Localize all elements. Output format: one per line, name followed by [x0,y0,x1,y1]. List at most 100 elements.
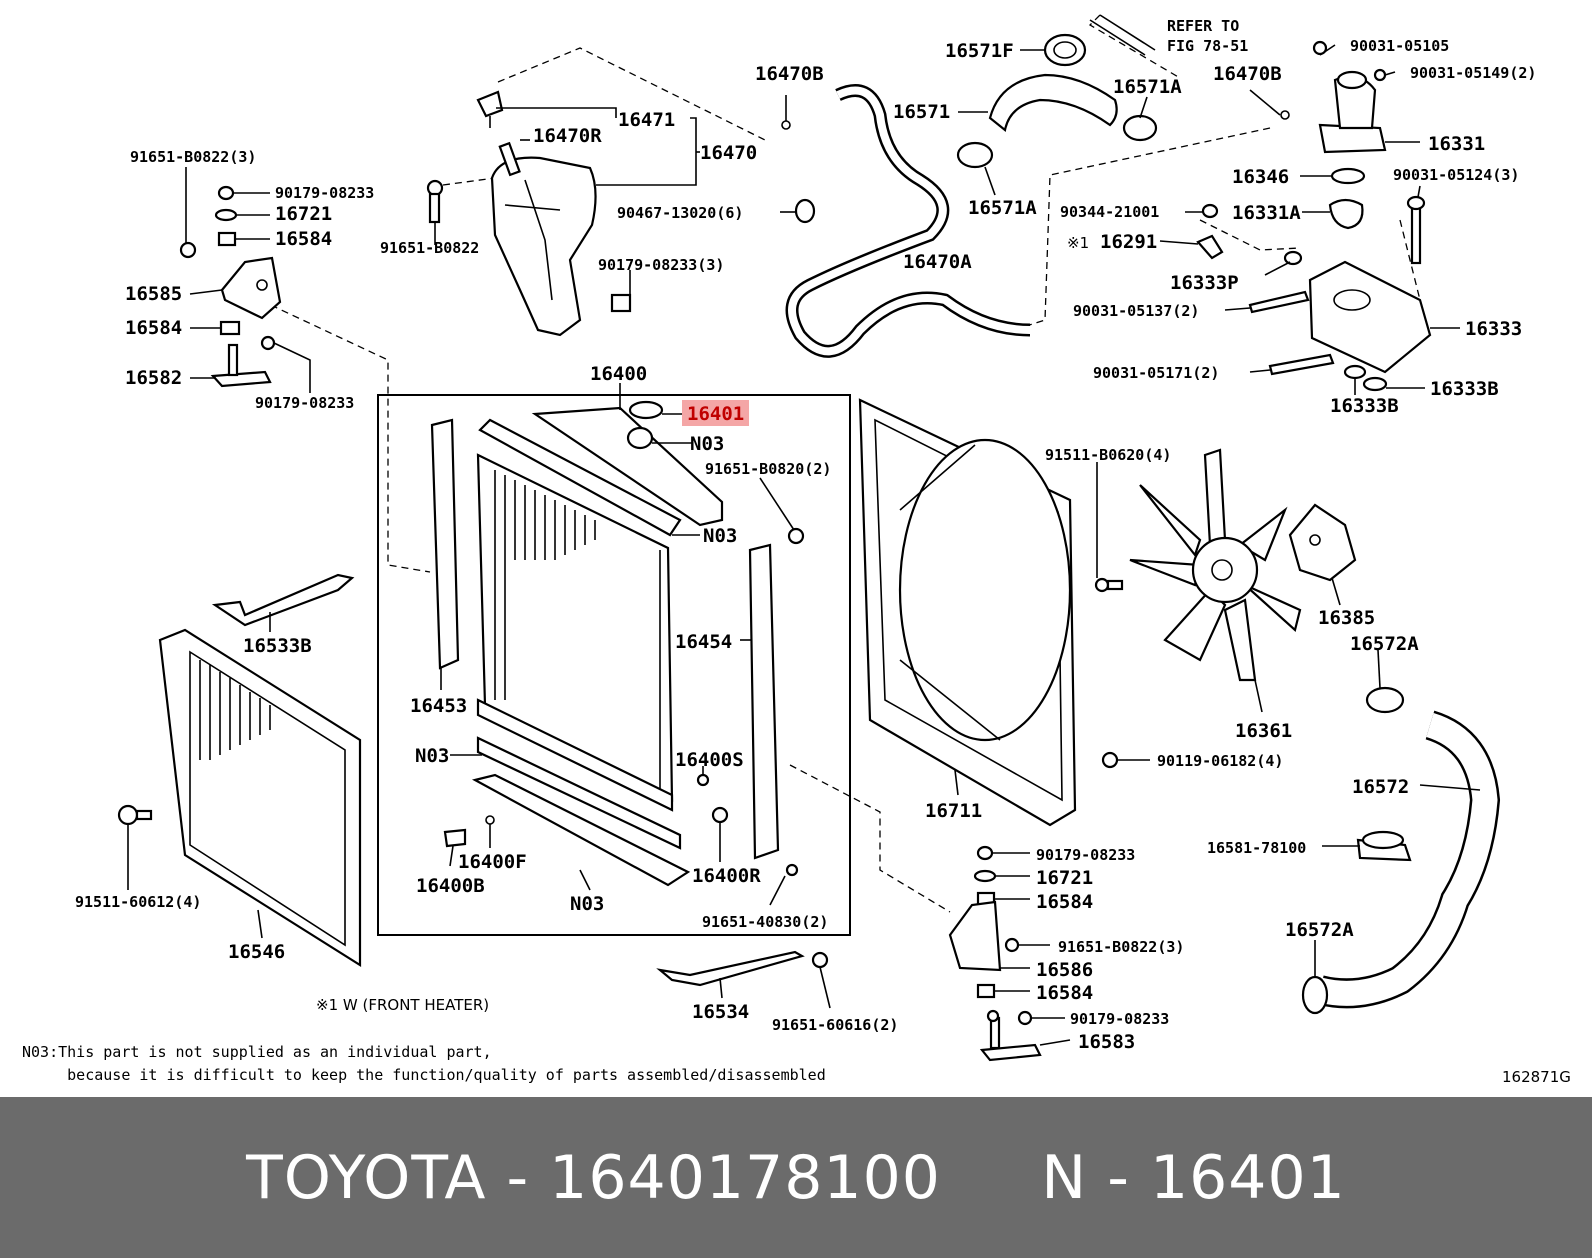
label-n03-bottom: N03 [570,893,604,915]
label-91651-60616: 91651-60616(2) [772,1016,898,1034]
label-16400f: 16400F [458,851,527,873]
parts-diagram: 91651-B0822(3) 90179-08233 16721 16584 1… [22,14,1571,1086]
label-91511-60612: 91511-60612(4) [75,893,201,911]
label-n03-top: N03 [703,525,737,547]
label-90031-05137: 90031-05137(2) [1073,302,1199,320]
label-16571: 16571 [893,101,950,123]
label-91651-b0822-3: 91651-B0822(3) [130,148,256,166]
lower-right-bracket-assembly [656,845,1042,1062]
label-16572a-b: 16572A [1285,919,1354,941]
label-16470b: 16470B [755,63,824,85]
footnote-front-heater: ※1 W (FRONT HEATER) [316,996,489,1014]
overflow-hose [781,84,1031,358]
label-91651-b0822-3-br: 91651-B0822(3) [1058,938,1184,956]
exploded-view-drawing: 91651-B0822(3) 90179-08233 16721 16584 1… [22,14,1571,1086]
label-16470a: 16470A [903,251,972,273]
label-90467-13020: 90467-13020(6) [617,204,743,222]
label-16584: 16584 [275,228,332,250]
label-16571a-b: 16571A [968,197,1037,219]
label-16584-br: 16584 [1036,891,1093,913]
fan-shroud [858,398,1119,827]
label-16533b: 16533B [243,635,312,657]
label-16401-target: 16401 [687,403,744,425]
label-16333p: 16333P [1170,272,1239,294]
part-labels: 91651-B0822(3) 90179-08233 16721 16584 1… [75,17,1536,1053]
label-16333: 16333 [1465,318,1522,340]
label-16291: 16291 [1100,231,1157,253]
label-16471: 16471 [618,109,675,131]
label-16581-78100: 16581-78100 [1207,839,1306,857]
label-16721-br: 16721 [1036,867,1093,889]
label-90344-21001: 90344-21001 [1060,203,1159,221]
label-n03-left: N03 [415,745,449,767]
label-refer-to: REFER TO [1167,17,1239,35]
label-16572a: 16572A [1350,633,1419,655]
label-16571a: 16571A [1113,76,1182,98]
label-91651-b0820: 91651-B0820(2) [705,460,831,478]
upper-left-bracket-assembly [179,185,282,388]
cooling-fan [1094,448,1357,682]
label-90179-08233-br: 90179-08233 [1036,846,1135,864]
radiator-upper-hose [956,14,1158,169]
water-inlet-housing [1196,40,1432,392]
label-16584-br-b: 16584 [1036,982,1093,1004]
label-16470b-right: 16470B [1213,63,1282,85]
label-90179-08233-br-b: 90179-08233 [1070,1010,1169,1028]
note-n03-line1: N03:This part is not supplied as an indi… [22,1043,492,1061]
note-n03-line2: because it is difficult to keep the func… [22,1066,826,1084]
label-16331: 16331 [1428,133,1485,155]
label-16333b: 16333B [1430,378,1499,400]
label-16331a: 16331A [1232,202,1301,224]
caption-bar: TOYOTA - 1640178100 N - 16401 [0,1097,1592,1258]
label-16582: 16582 [125,367,182,389]
label-16385: 16385 [1318,607,1375,629]
radiator-assembly-box [377,394,851,936]
label-16361: 16361 [1235,720,1292,742]
label-90031-05149: 90031-05149(2) [1410,64,1536,82]
leader-lines [127,44,1481,1046]
label-16534: 16534 [692,1001,749,1023]
condenser [117,573,362,967]
label-16400r: 16400R [692,865,761,887]
label-16721: 16721 [275,203,332,225]
label-90031-05105: 90031-05105 [1350,37,1449,55]
label-91651-40830: 91651-40830(2) [702,913,828,931]
dashed-reference-lines [259,14,1421,913]
label-fig-ref: FIG 78-51 [1167,37,1248,55]
label-16291-mark: ※1 [1067,234,1089,252]
figure-id: 162871G [1502,1068,1571,1086]
label-16454: 16454 [675,631,732,653]
label-90179-08233-3: 90179-08233(3) [598,256,724,274]
target-part-highlight [682,400,749,426]
label-n03-cap: N03 [690,433,724,455]
label-90031-05124: 90031-05124(3) [1393,166,1519,184]
label-16711: 16711 [925,800,982,822]
label-16584-b: 16584 [125,317,182,339]
radiator-core-fins [494,470,661,795]
label-16571f: 16571F [945,40,1014,62]
label-16470: 16470 [700,142,757,164]
label-90179-08233-b: 90179-08233 [255,394,354,412]
label-16585: 16585 [125,283,182,305]
part-number-caption: TOYOTA - 1640178100 N - 16401 [246,1142,1346,1213]
label-90179-08233: 90179-08233 [275,184,374,202]
label-16400b: 16400B [416,875,485,897]
label-16546: 16546 [228,941,285,963]
label-91511-b0620: 91511-B0620(4) [1045,446,1171,464]
condenser-fins [199,660,271,760]
label-16333b-b: 16333B [1330,395,1399,417]
diagram-notes: ※1 W (FRONT HEATER) N03:This part is not… [22,996,1571,1086]
label-16583: 16583 [1078,1031,1135,1053]
label-16470r: 16470R [533,125,602,147]
radiator-lower-hose [1301,686,1501,1015]
label-90031-05171: 90031-05171(2) [1093,364,1219,382]
reserve-tank [426,90,816,337]
label-16572: 16572 [1352,776,1409,798]
label-90119-06182: 90119-06182(4) [1157,752,1283,770]
label-16346: 16346 [1232,166,1289,188]
label-16453: 16453 [410,695,467,717]
label-16400: 16400 [590,363,647,385]
label-16400s: 16400S [675,749,744,771]
label-91651-b0822: 91651-B0822 [380,239,479,257]
label-16586: 16586 [1036,959,1093,981]
